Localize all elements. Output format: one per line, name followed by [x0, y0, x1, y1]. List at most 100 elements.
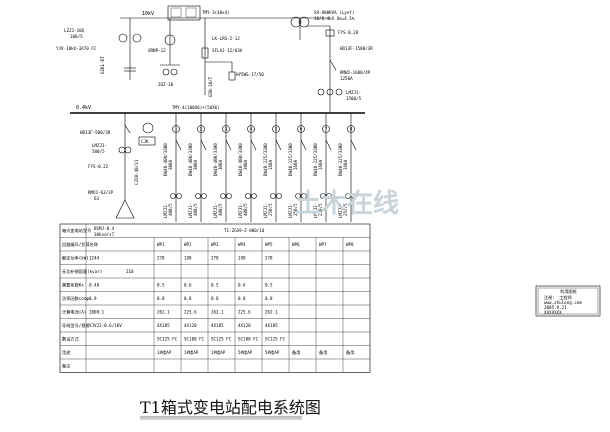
table-row: 无功补偿容量(kvar)210: [62, 268, 134, 275]
stamp-line-1: 注册： 工程师: [544, 294, 572, 301]
table-cell: WP7: [319, 242, 327, 247]
stamp-line-4: XXXXXXX: [544, 310, 562, 315]
main-ct-ratio: 1500/5: [346, 96, 362, 101]
table-cell-a: 1008.1: [89, 310, 105, 315]
switch-box-label: TMY-3(40x4): [202, 10, 230, 15]
table-cell: 262.1: [265, 310, 278, 315]
rmo-rating: 63: [94, 196, 100, 201]
cjk-label: CJK: [141, 139, 149, 144]
table-cell: SC100 FC: [238, 337, 259, 342]
main-breaker-label: HD13F-1500/3R: [340, 46, 373, 51]
left-ct-label: LMZJ1-: [92, 143, 107, 148]
table-cell: 0.6: [238, 283, 246, 288]
table-cell: 0.5: [157, 283, 165, 288]
table-cell: 0.8: [238, 296, 246, 301]
table-cell: WP3: [211, 242, 219, 247]
feeder-ct-label: LMZJ1-: [338, 203, 343, 218]
stamp-line-3: 2005.9.21: [544, 305, 567, 310]
feeder-ct-label: LMZJ1-: [238, 203, 243, 218]
table-row-label: 需要系数Kx: [62, 282, 84, 289]
bus-voltage: 0.4kV: [76, 105, 91, 111]
feeder-ct-ratio: 250/5: [343, 203, 348, 216]
table-row-label: 导线型号/规格: [62, 322, 90, 329]
table-cell: SC125 FC: [157, 337, 178, 342]
feeder-number-circle: [197, 125, 205, 133]
feeder-breaker-symbol: [325, 139, 332, 151]
table-cell: 4X185: [265, 323, 278, 328]
cap-rating: 30kvar×7: [94, 232, 115, 237]
table-cell: 1#楼AP: [157, 349, 172, 356]
table-cell: 4X185: [157, 323, 170, 328]
left-ct-ratio: 500/5: [92, 149, 105, 154]
feeder-rating: 300A: [218, 159, 223, 170]
table-cell: 5#楼AP: [265, 349, 280, 356]
feeder-breaker-label: DW40-400/3300: [238, 143, 243, 176]
feeder-ct-symbol: [245, 193, 251, 199]
feeder-ct-symbol: [270, 193, 276, 199]
feeder-number: 1: [175, 127, 178, 132]
feeder-ct-symbol: [276, 193, 282, 199]
table-cell-a: YJV22-0.6/1KV: [89, 323, 122, 328]
feeder-breaker-symbol: [175, 139, 182, 151]
feeder-ct-symbol: [226, 193, 232, 199]
table-cell: 1#楼AP: [211, 349, 226, 356]
feeder-rating: 160A: [343, 159, 348, 170]
feeder-breaker-symbol: [275, 139, 282, 151]
fys-left-label: FYS-0.22: [88, 164, 109, 169]
table-cell: WP6: [292, 242, 300, 247]
feeder-rating: 300A: [243, 159, 248, 170]
feeder-number: 6: [300, 127, 303, 132]
contactor-label: CJ20-40/31: [134, 159, 139, 185]
feeder-ct-label: LMZJ1-: [263, 203, 268, 218]
feeder-breaker-symbol: [250, 139, 257, 151]
feeder-breaker-symbol: [350, 139, 357, 151]
feeder-rating: 300A: [168, 159, 173, 170]
feeder-ct-ratio: 400/5: [168, 203, 173, 216]
feeder-breaker-label: DW40-225/3300: [288, 143, 293, 176]
table-cell: 262.1: [157, 310, 170, 315]
fuse-label: SFLAJ-12/63A: [212, 48, 243, 53]
feeder-ct-symbol: [345, 193, 351, 199]
meter-label: LK-LRS-2-12: [212, 36, 240, 41]
feeder-number: 7: [325, 127, 328, 132]
table-cell: 0.8: [211, 296, 219, 301]
feeder-ct-label: LMZJ1-: [313, 203, 318, 218]
feeder-number: 5: [275, 127, 278, 132]
hv-cable-label: YJV-10kV-3X70 FC: [56, 46, 97, 51]
table-row-label: 敷设方式: [62, 336, 80, 343]
table-cell: WP8: [346, 242, 354, 247]
surge-label: HY5WS-17/50: [236, 72, 264, 77]
compensation-branch: HD13F-500/3R CJK LMZJ1- 500/5 FYS-0.22 C…: [80, 113, 156, 237]
table-row-label: 用途: [62, 349, 71, 356]
feeder-breaker-label: DW40-400/3300: [188, 143, 193, 176]
table-cell: 278: [211, 256, 219, 261]
table-cell: SC125 FC: [211, 337, 232, 342]
feeder-number-circle: [172, 125, 180, 133]
table-cell: WP1: [157, 242, 165, 247]
feeder-breaker-label: DW40-225/3300: [313, 143, 318, 176]
feeder-number-circle: [297, 125, 305, 133]
feeder-ct-symbol: [295, 193, 301, 199]
drawing-title: T1箱式变电站配电系统图: [140, 398, 321, 417]
feeder-number: 8: [350, 127, 353, 132]
table-cell-b: 210: [126, 269, 134, 274]
table-cell: 0.8: [184, 296, 192, 301]
table-cell: 备用: [292, 349, 300, 356]
feeder-breaker-symbol: [225, 139, 232, 151]
left-breaker-label: HD13F-500/3R: [80, 130, 111, 135]
main-ct-label: LMZJ1-: [346, 90, 361, 95]
feeder-breaker-symbol: [200, 139, 207, 151]
